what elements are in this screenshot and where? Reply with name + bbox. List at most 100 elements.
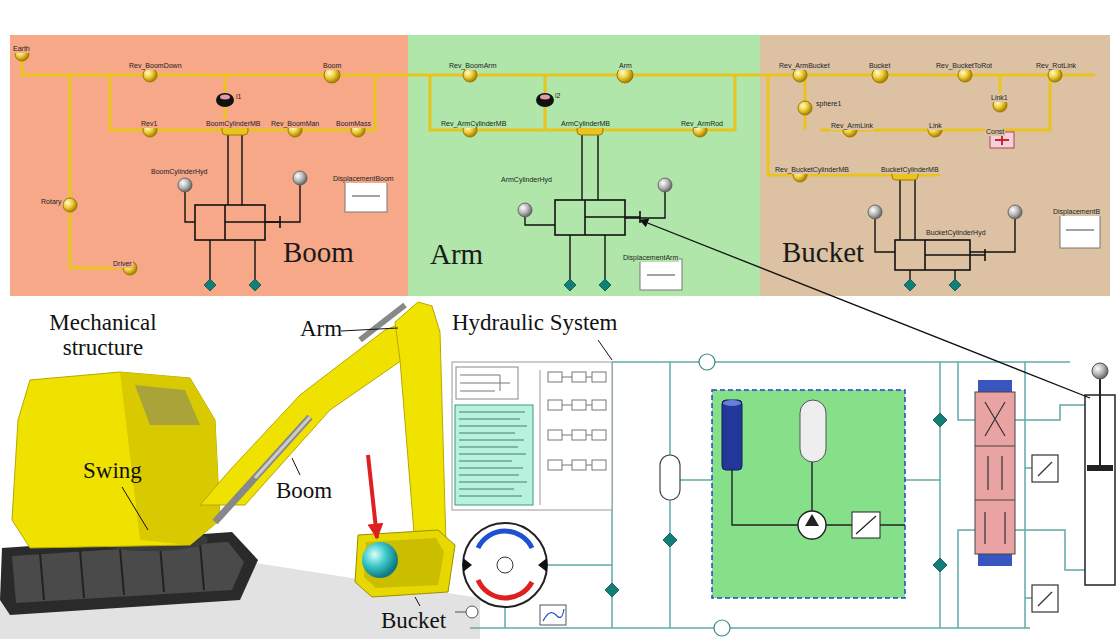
label-anchor: BoomCylinderHyd [150, 160, 208, 178]
hydraulic-wire [939, 362, 941, 628]
joint-icon [15, 47, 1062, 275]
power-unit [798, 511, 826, 539]
accumulator-symbol [660, 455, 680, 500]
hydraulic-connection [604, 235, 605, 279]
arm-structure [395, 302, 446, 560]
label-anchor: Arm [618, 54, 633, 72]
const-icon [995, 135, 1009, 145]
cylinder-symbol [925, 249, 985, 261]
boom-structure [200, 318, 428, 522]
hydraulic-wire [669, 500, 671, 628]
component-name: Rev_RotLink [1035, 61, 1077, 70]
display-content [647, 275, 675, 276]
panel-band: Boom [10, 35, 408, 296]
motor-symbol [455, 606, 478, 618]
hydraulic-wire [1024, 362, 1026, 628]
label-anchor: Mechanical structure [28, 310, 178, 360]
component-name: Const [985, 127, 1005, 136]
power-unit [852, 512, 880, 538]
sensor-icon [536, 93, 554, 107]
component-name: Arm [618, 61, 633, 70]
control-panel [548, 430, 562, 440]
track [40, 543, 204, 600]
part-name: Swing [83, 458, 142, 483]
panel-title: Arm [430, 239, 483, 271]
joint-icon [958, 68, 972, 82]
leader-line [598, 340, 612, 360]
component-name: ArmCylinderHyd [500, 175, 553, 184]
label-anchor: Rev1 [140, 112, 158, 130]
hydraulic-cylinder [1092, 363, 1108, 379]
cylinder-symbol [225, 216, 280, 228]
port-sphere [293, 171, 307, 185]
power-unit [805, 514, 819, 526]
label-anchor: DisplacementB [1052, 200, 1101, 218]
panel-title: Bucket [782, 237, 864, 269]
part-name: Mechanical structure [28, 310, 178, 360]
component-name: i2 [554, 91, 561, 100]
hydraulic-wire [1025, 467, 1032, 469]
label-anchor: Bucket [381, 608, 446, 633]
control-panel [572, 430, 586, 440]
hydraulic-connection [597, 135, 598, 200]
port-sphere [868, 205, 882, 219]
component-name: i1 [235, 92, 242, 101]
directional-valve [975, 392, 1015, 554]
port-diamond [204, 279, 216, 291]
multibody-connection [820, 75, 1050, 130]
sensor-icon [216, 93, 234, 107]
port-sphere [658, 178, 672, 192]
label-anchor: Const [985, 120, 1005, 138]
label-anchor: Rev_RotLink [1035, 54, 1077, 72]
component-name: Rev_ArmCylinderMB [440, 119, 507, 128]
multibody-connection [110, 75, 375, 130]
component-name: Rev_ArmRod [680, 119, 724, 128]
control-panel [548, 400, 562, 410]
leader-line [292, 458, 300, 475]
hydraulic-connection [909, 270, 910, 279]
pump-symbol [478, 531, 532, 548]
panel-band: Arm [408, 35, 760, 296]
motor-symbol [466, 606, 478, 618]
directional-valve [985, 402, 1005, 544]
label-anchor: Driver [112, 252, 133, 270]
directional-valve [975, 446, 1015, 500]
label-anchor: i2 [554, 84, 561, 102]
boom-structure [255, 417, 310, 478]
power-unit [712, 390, 905, 598]
control-panel [548, 372, 562, 382]
relief-valve [1038, 592, 1052, 606]
part-name: Arm [300, 316, 342, 341]
component-name: ArmCylinderMB [560, 119, 611, 128]
panel-title: Boom [283, 237, 354, 269]
label-anchor: BucketCylinderHyd [925, 221, 987, 239]
leader-line [122, 328, 612, 606]
part-name: Bucket [381, 608, 446, 633]
component-name: BoomCylinderMB [205, 119, 261, 128]
sensor-icon [540, 95, 550, 100]
display-content [352, 196, 1094, 275]
hydraulic-cylinder [1099, 378, 1101, 465]
link-arrow [640, 220, 1090, 398]
hydraulic-connection [569, 235, 570, 279]
label-anchor: DisplacementBoom [332, 167, 395, 185]
hydraulic-connection [954, 270, 955, 279]
port-sphere [518, 203, 532, 217]
component-name: DisplacementBoom [332, 174, 395, 183]
label-anchor: Rev_BoomArm [448, 54, 497, 72]
hydraulic-connection [241, 135, 242, 205]
multibody-connection [768, 75, 940, 175]
component-name: Bucket [868, 61, 891, 70]
bucket-structure [355, 530, 455, 597]
component-name: BoomMass [335, 119, 372, 128]
component-name: Earth [12, 44, 31, 53]
joint-icon [793, 68, 807, 82]
relief-valve [1032, 455, 1058, 482]
label-anchor: Arm [300, 316, 342, 341]
port-diamond [904, 279, 916, 291]
component-name: BucketCylinderHyd [925, 228, 987, 237]
label-anchor: DisplacementArm [622, 246, 679, 264]
joint-icon [63, 198, 77, 212]
display-box [345, 180, 387, 212]
component-name: Rev_BoomMan [270, 119, 320, 128]
